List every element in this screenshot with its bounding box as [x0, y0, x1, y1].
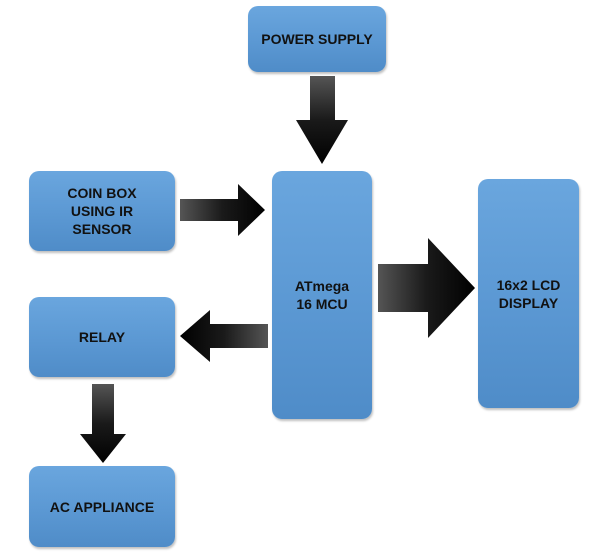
ac-appliance-label: AC APPLIANCE [49, 498, 155, 515]
arrow-mcu-to-relay [180, 310, 268, 362]
relay-label: RELAY [78, 329, 126, 345]
arrow-relay-to-ac [80, 384, 126, 463]
arrow-power-to-mcu [296, 76, 348, 164]
coin-box-label: COIN BOX USING IR SENSOR [67, 185, 137, 237]
relay-block: RELAY [29, 297, 175, 377]
mcu-label: ATmega 16 MCU [294, 278, 350, 312]
lcd-display-label: 16x2 LCD DISPLAY [496, 276, 561, 311]
mcu-block: ATmega 16 MCU [272, 171, 372, 419]
arrow-mcu-to-lcd [378, 238, 475, 338]
power-supply-label: POWER SUPPLY [261, 31, 373, 47]
arrow-coin-to-mcu [180, 184, 265, 236]
ac-appliance-block: AC APPLIANCE [29, 466, 175, 547]
power-supply-block: POWER SUPPLY [248, 6, 386, 72]
coin-box-block: COIN BOX USING IR SENSOR [29, 171, 175, 251]
lcd-display-block: 16x2 LCD DISPLAY [478, 179, 579, 408]
